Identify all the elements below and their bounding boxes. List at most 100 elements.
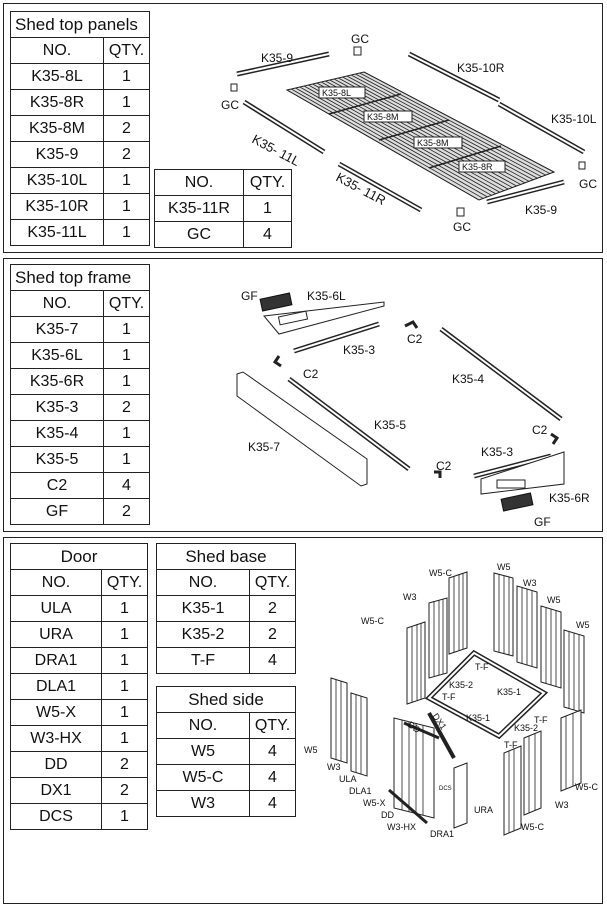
label-k35-3-bottom: K35-3	[481, 445, 513, 459]
label-k35-11l: K35- 11L	[250, 131, 303, 169]
label-k35-9-top: K35-9	[261, 51, 293, 65]
label-gc-bottom: GC	[453, 220, 471, 234]
label-w5x: W5-X	[363, 798, 386, 808]
gc-bracket-icon	[353, 46, 362, 56]
label-dra1: DRA1	[430, 829, 454, 839]
gc-bracket-icon	[456, 207, 465, 217]
label-gc-top: GC	[351, 32, 369, 46]
header-qty: QTY.	[103, 290, 150, 317]
label-tf-top: T-F	[475, 662, 489, 672]
k35-10r-rail	[407, 51, 501, 103]
label-ula: ULA	[339, 774, 357, 784]
header-no: NO.	[154, 169, 244, 196]
gf-vent-icon	[500, 492, 534, 512]
label-dla1: DLA1	[349, 786, 372, 796]
table-title: Shed base	[156, 543, 296, 570]
label-w5c-r: W5-C	[575, 782, 598, 792]
label-k35-9-bottom: K35-9	[525, 203, 557, 217]
k35-11r-rail	[337, 161, 423, 213]
k35-9-rail-top	[236, 51, 330, 77]
header-qty: QTY.	[243, 169, 292, 196]
label-k35-1-b: K35-1	[466, 713, 490, 723]
label-k35-8m-b: K35-8M	[417, 138, 449, 148]
header-no: NO.	[10, 37, 104, 64]
c2-bracket-icon	[272, 355, 282, 368]
c2-bracket-icon	[434, 470, 442, 478]
label-w5-r1: W5	[547, 595, 561, 605]
k35-11l-rail	[242, 99, 326, 155]
gc-bracket-icon	[578, 161, 586, 170]
label-k35-2-b: K35-2	[514, 723, 538, 733]
k35-3-rail-bottom	[473, 453, 552, 479]
label-c2-c: C2	[532, 423, 548, 437]
label-k35-1-a: K35-1	[497, 687, 521, 697]
header-no: NO.	[10, 569, 102, 596]
label-k35-6r: K35-6R	[549, 491, 590, 505]
k35-3-rail-top	[293, 321, 380, 354]
label-k35-8m-a: K35-8M	[367, 112, 399, 122]
label-k35-6l: K35-6L	[307, 289, 346, 303]
header-no: NO.	[156, 569, 250, 596]
k35-4-rail	[439, 327, 563, 421]
k35-5-rail	[287, 377, 411, 471]
header-qty: QTY.	[103, 37, 150, 64]
label-c2-a: C2	[407, 332, 423, 346]
label-k35-7: K35-7	[248, 440, 280, 454]
label-c2-b: C2	[303, 367, 319, 381]
table-title: Shed top frame	[10, 264, 150, 291]
label-w5c-br: W5-C	[521, 822, 544, 832]
k35-9-rail-bottom	[486, 179, 565, 205]
door-rails	[388, 712, 456, 825]
header-no: NO.	[156, 712, 250, 739]
label-gf-top: GF	[241, 289, 258, 303]
c2-bracket-icon	[404, 320, 419, 329]
label-k35-4: K35-4	[452, 372, 484, 386]
label-w5c-top: W5-C	[429, 568, 452, 578]
label-c2-d: C2	[436, 459, 452, 473]
label-k35-3-top: K35-3	[343, 343, 375, 357]
label-gf-bottom: GF	[534, 515, 551, 529]
label-k35-5: K35-5	[374, 418, 406, 432]
label-k35-8l: K35-8L	[322, 88, 351, 98]
label-dcs: DCS	[439, 786, 452, 792]
walls-diagram: W5-C W5 W3 W3 W5 W5-C W5 T-F K35-2 T-F K…	[304, 562, 598, 839]
header-qty: QTY.	[101, 569, 148, 596]
header-qty: QTY.	[249, 569, 296, 596]
c2-bracket-icon	[550, 432, 560, 445]
label-gc-left: GC	[221, 98, 239, 112]
label-tf-r: T-F	[534, 715, 548, 725]
label-w3-top-r: W3	[523, 578, 537, 588]
top-frame-diagram: GF K35-6L C2 K35-3 C2 K35-4 K35-5 K35-7 …	[236, 289, 590, 529]
label-ura: URA	[474, 805, 493, 815]
label-w3-left: W3	[327, 762, 341, 772]
table-title: Shed top panels	[10, 11, 150, 38]
